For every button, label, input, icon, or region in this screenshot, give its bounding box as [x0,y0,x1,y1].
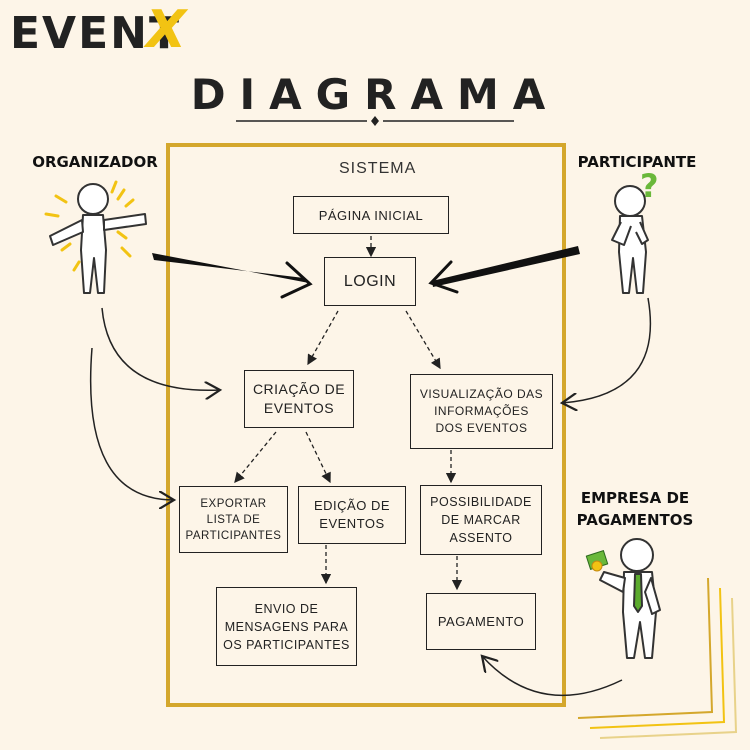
box-payment-label: PAGAMENTO [437,614,525,629]
create-to-edit-arrow [305,431,331,484]
title-divider [236,116,514,126]
organizer-to-create-arrow [101,307,220,390]
participant-to-view-arrow [562,297,652,403]
organizer-figure [44,180,147,294]
box-login: LOGIN [324,257,416,306]
login-to-view-arrow [405,310,441,370]
payments-label: EMPRESA DE PAGAMENTOS [576,489,694,529]
organizer-to-export-arrow [89,347,174,500]
box-messages-label: ENVIO DE MENSAGENS PARA OS PARTICIPANTES [223,601,350,652]
box-view: VISUALIZAÇÃO DAS INFORMAÇÕES DOS EVENTOS [410,374,553,449]
box-home-label: PÁGINA INICIAL [318,207,424,223]
box-login-label: LOGIN [343,272,397,290]
payments-to-payment-arrow [482,656,623,697]
box-export: EXPORTAR LISTA DE PARTICIPANTES [179,486,288,553]
create-to-export-arrow [234,431,277,484]
box-seat: POSSIBILIDADE DE MARCAR ASSENTO [420,485,542,555]
system-frame [166,143,566,707]
organizer-to-login-arrow [152,253,313,299]
box-home: PÁGINA INICIAL [293,196,449,234]
box-view-label: VISUALIZAÇÃO DAS INFORMAÇÕES DOS EVENTOS [419,387,544,435]
box-messages: ENVIO DE MENSAGENS PARA OS PARTICIPANTES [216,587,357,666]
logo-wordmark: EVENT [10,8,182,59]
box-export-label: EXPORTAR LISTA DE PARTICIPANTES [185,497,282,542]
box-payment: PAGAMENTO [426,593,536,650]
organizer-label: ORGANIZADOR [32,153,158,171]
question-mark-icon: ? [640,167,659,205]
corner-decoration [577,577,738,739]
system-label: SISTEMA [339,160,417,177]
flow-arrows [234,236,463,591]
participant-label: PARTICIPANTE [577,153,697,171]
participant-figure [611,185,649,294]
logo-x-mark: X [146,0,187,60]
box-edit-label: EDIÇÃO DE EVENTOS [313,498,390,531]
participant-to-login-arrow [428,246,580,294]
page-title: DIAGRAMA [190,70,560,119]
box-seat-label: POSSIBILIDADE DE MARCAR ASSENTO [430,495,532,545]
box-edit: EDIÇÃO DE EVENTOS [298,486,406,544]
box-create-label: CRIAÇÃO DE EVENTOS [252,381,346,416]
payments-figure [585,538,661,659]
box-create: CRIAÇÃO DE EVENTOS [244,370,354,428]
login-to-create-arrow [307,310,339,366]
